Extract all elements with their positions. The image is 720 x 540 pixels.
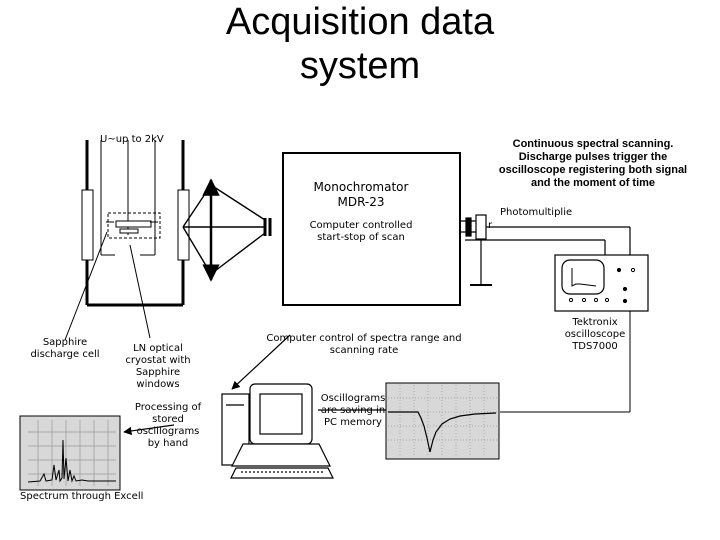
computer-scan-label: Computer controlled start-stop of scan xyxy=(309,220,413,243)
oscilloscope-label: Tektronix oscilloscope TDS7000 xyxy=(564,317,626,352)
processing-label: Processing of stored oscillograms by han… xyxy=(134,402,202,449)
oscillogram-panel xyxy=(385,382,500,460)
monochromator-label: Monochromator MDR-23 xyxy=(313,180,409,209)
voltage-label: U~up to 2kV xyxy=(100,134,164,145)
scanning-note: Continuous spectral scanning. Discharge … xyxy=(498,138,688,189)
oscilloscope-drawing xyxy=(500,254,649,413)
computer-drawing xyxy=(221,383,334,479)
optical-path xyxy=(182,178,272,282)
spectra-control-label: Computer control of spectra range and sc… xyxy=(266,333,462,356)
photomultiplier-label: Photomultiplie xyxy=(500,207,573,218)
arrows xyxy=(123,334,392,436)
diagram-title: Acquisition data system xyxy=(225,1,495,87)
spectrum-excel-label: Spectrum through Excell xyxy=(20,491,144,502)
sapphire-cell-label: Sapphire discharge cell xyxy=(30,337,100,360)
oscillograms-saving-label: Oscillograms are saving in PC memory xyxy=(320,393,386,428)
spectrum-panel xyxy=(19,415,121,491)
photomultiplier xyxy=(460,214,631,286)
cryostat-label: LN optical cryostat with Sapphire window… xyxy=(125,343,191,390)
pointer-lines xyxy=(64,231,151,341)
photomultiplier-label-end: r xyxy=(488,220,493,231)
monochromator-box xyxy=(282,152,461,306)
discharge-cell-frame xyxy=(81,140,190,307)
